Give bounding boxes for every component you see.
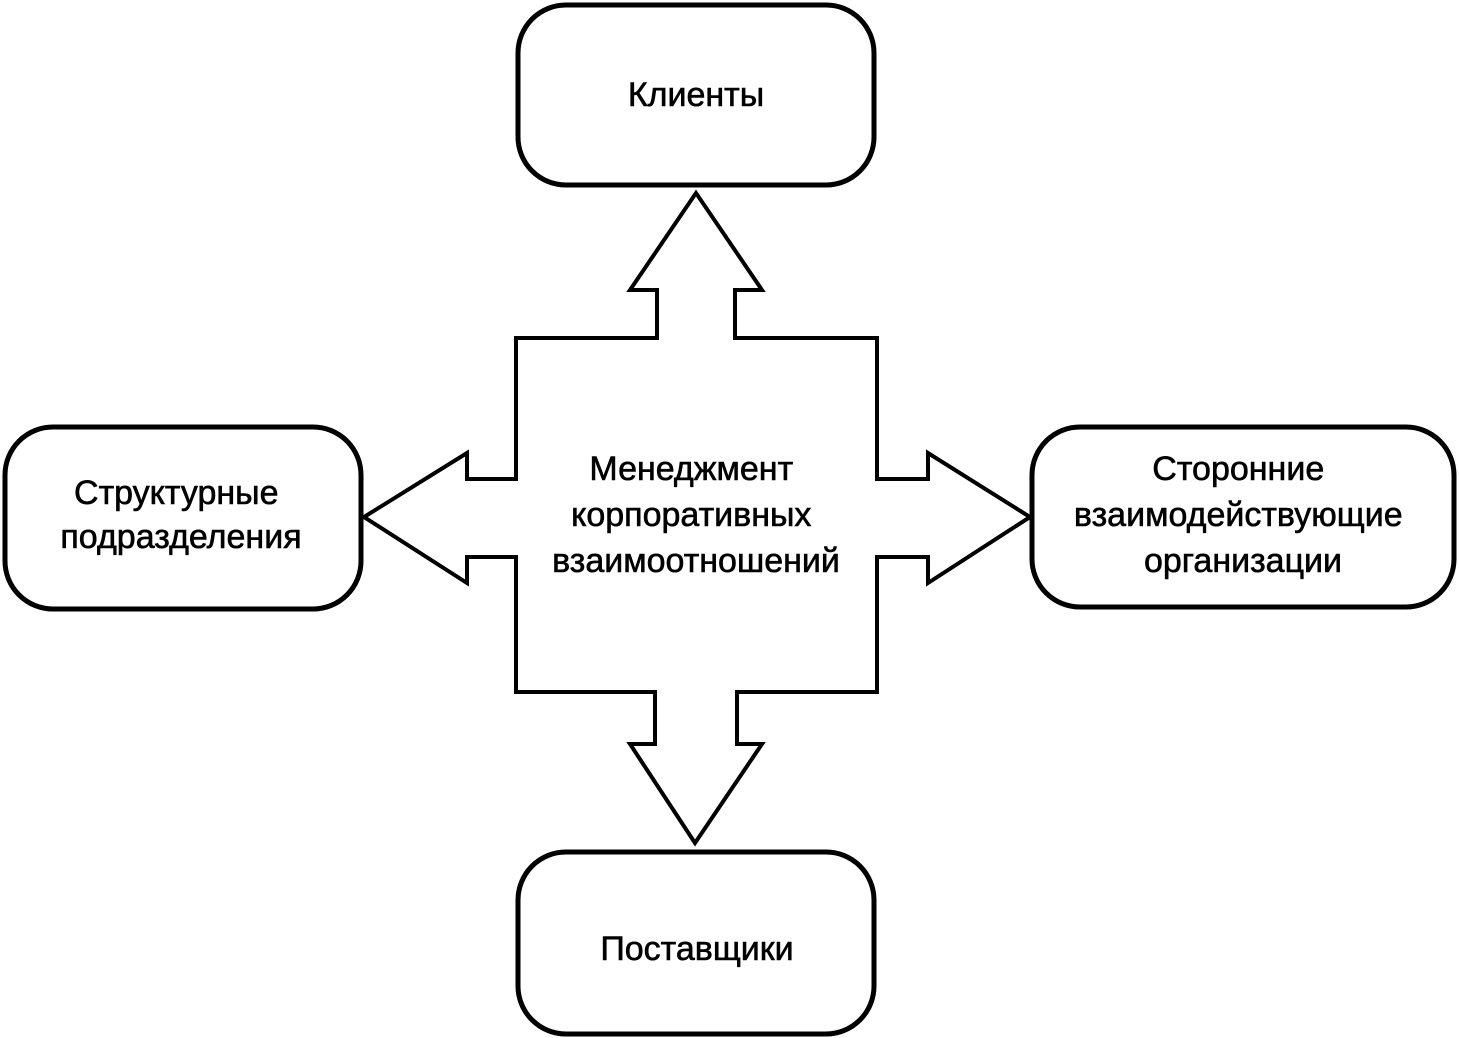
node-structural-units-line-1: Структурные — [74, 474, 279, 512]
node-clients-label: Клиенты — [628, 76, 764, 114]
node-suppliers-line: Поставщики — [600, 930, 793, 968]
center-label-line-1: Менеджмент — [589, 450, 793, 488]
node-clients: Клиенты — [515, 2, 877, 188]
node-clients-line: Клиенты — [628, 76, 764, 114]
node-external-organizations-line-3: организации — [1144, 542, 1342, 580]
node-external-organizations-line-2: взаимодействующие — [1074, 496, 1403, 534]
node-external-organizations-label: Сторонние взаимодействующие организации — [1074, 450, 1412, 580]
four-way-arrow — [360, 189, 1034, 847]
node-external-organizations-line-1: Сторонние — [1152, 450, 1324, 488]
node-suppliers: Поставщики — [515, 849, 877, 1037]
center-label-line-2: корпоративных — [571, 496, 811, 534]
center-label-line-3: взаимоотношений — [552, 542, 840, 580]
center-label: Менеджмент корпоративных взаимоотношений — [552, 450, 840, 580]
node-external-organizations: Сторонние взаимодействующие организации — [1029, 424, 1457, 610]
node-suppliers-label: Поставщики — [600, 930, 793, 968]
node-structural-units: Структурные подразделения — [2, 424, 364, 612]
node-structural-units-line-2: подразделения — [60, 518, 301, 556]
node-structural-units-label: Структурные подразделения — [60, 474, 301, 556]
